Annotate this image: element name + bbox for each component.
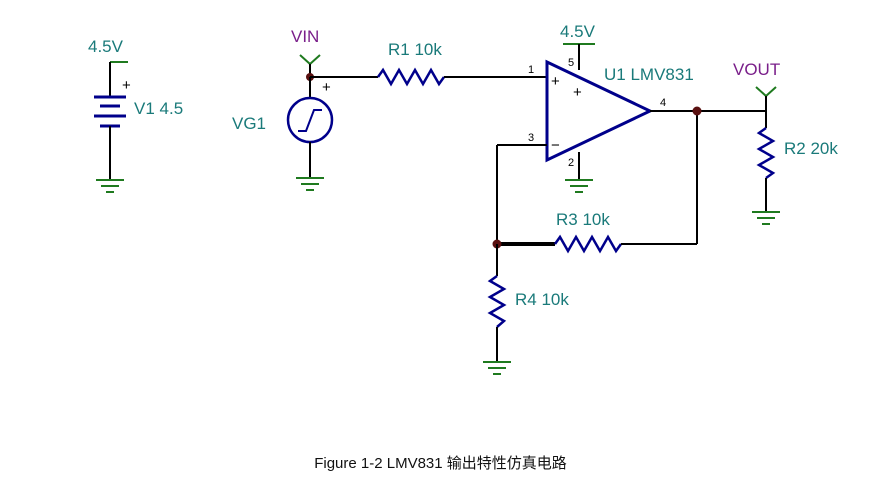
- v1-name-label: V1 4.5: [134, 99, 183, 118]
- opamp-inv-sign: −: [551, 137, 560, 154]
- r3-resistor: R3 10k: [553, 210, 697, 254]
- vout-label: VOUT: [733, 60, 780, 79]
- pin-4-label: 4: [660, 97, 666, 109]
- ground-symbol-r2: [752, 211, 780, 225]
- ground-symbol-opamp: [565, 179, 593, 193]
- opamp-supply-label: 4.5V: [560, 22, 596, 41]
- r3-label: R3 10k: [556, 210, 610, 229]
- v1-plus-sign: +: [122, 77, 131, 94]
- feedback-wire: [496, 144, 555, 246]
- pin-3-label: 3: [528, 132, 534, 144]
- figure-caption: Figure 1-2 LMV831 输出特性仿真电路: [314, 455, 567, 472]
- output-junction: [692, 106, 702, 116]
- r1-resistor: R1 10k: [310, 40, 547, 87]
- v1-battery: + 4.5V V1 4.5: [88, 37, 183, 180]
- vg1-label: VG1: [232, 114, 266, 133]
- r4-label: R4 10k: [515, 290, 569, 309]
- ground-symbol-v1: [96, 179, 124, 193]
- r2-resistor: R2 20k: [756, 111, 838, 212]
- opamp-noninv-sign: +: [551, 73, 560, 90]
- vout-net-marker: VOUT: [733, 60, 780, 111]
- opamp-supply: 4.5V: [560, 22, 596, 70]
- r2-label: R2 20k: [784, 139, 838, 158]
- v1-supply-label: 4.5V: [88, 37, 124, 56]
- opamp-supply-sign: +: [573, 84, 582, 101]
- ground-symbol-r4: [483, 361, 511, 375]
- pin-2-label: 2: [568, 157, 574, 169]
- pin-1-label: 1: [528, 64, 534, 76]
- vg1-source: + VG1: [232, 77, 334, 178]
- ground-symbol-vg1: [296, 177, 324, 191]
- r4-resistor: R4 10k: [487, 244, 569, 362]
- opamp-u1: + − + U1 LMV831 1 3 5 2 4: [528, 57, 694, 169]
- r1-label: R1 10k: [388, 40, 442, 59]
- pin-5-label: 5: [568, 57, 574, 69]
- vin-label: VIN: [291, 27, 319, 46]
- vg1-plus-sign: +: [322, 79, 331, 96]
- u1-label: U1 LMV831: [604, 65, 694, 84]
- vin-net-marker: VIN: [291, 27, 321, 77]
- output-wire: [650, 110, 766, 244]
